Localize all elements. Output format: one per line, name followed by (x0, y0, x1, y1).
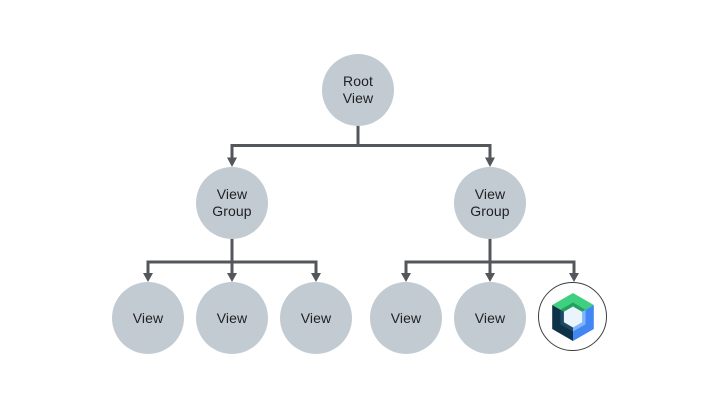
connector-root-to-groups (230, 144, 492, 159)
arrow-down-icon (311, 273, 321, 282)
arrow-down-icon (569, 273, 579, 282)
jetpack-compose-logo-icon (551, 292, 594, 341)
node-label: View Group (212, 186, 252, 219)
node-label: View Group (470, 186, 510, 219)
node-label: View (216, 309, 248, 326)
node-view-3: View (280, 282, 352, 354)
arrow-down-icon (401, 273, 411, 282)
arrow-down-icon (143, 273, 153, 282)
compose-logo-inner-hexagon (563, 306, 582, 327)
node-label: View (390, 309, 422, 326)
arrow-down-icon (485, 157, 495, 167)
arrow-down-icon (227, 157, 237, 167)
node-label: View (300, 309, 332, 326)
node-view-group-right: View Group (454, 167, 526, 239)
arrow-down-icon (227, 273, 237, 282)
connector-right-group-to-leaves (404, 239, 576, 274)
node-label: Root View (342, 73, 374, 106)
node-view-4: View (370, 282, 442, 354)
node-view-group-left: View Group (196, 167, 268, 239)
node-jetpack-compose (538, 282, 607, 351)
arrow-down-icon (485, 273, 495, 282)
node-view-1: View (112, 282, 184, 354)
node-label: View (132, 309, 164, 326)
node-label: View (474, 309, 506, 326)
node-view-2: View (196, 282, 268, 354)
node-view-5: View (454, 282, 526, 354)
node-root-view: Root View (322, 54, 394, 126)
connector-left-group-to-leaves (146, 239, 318, 274)
